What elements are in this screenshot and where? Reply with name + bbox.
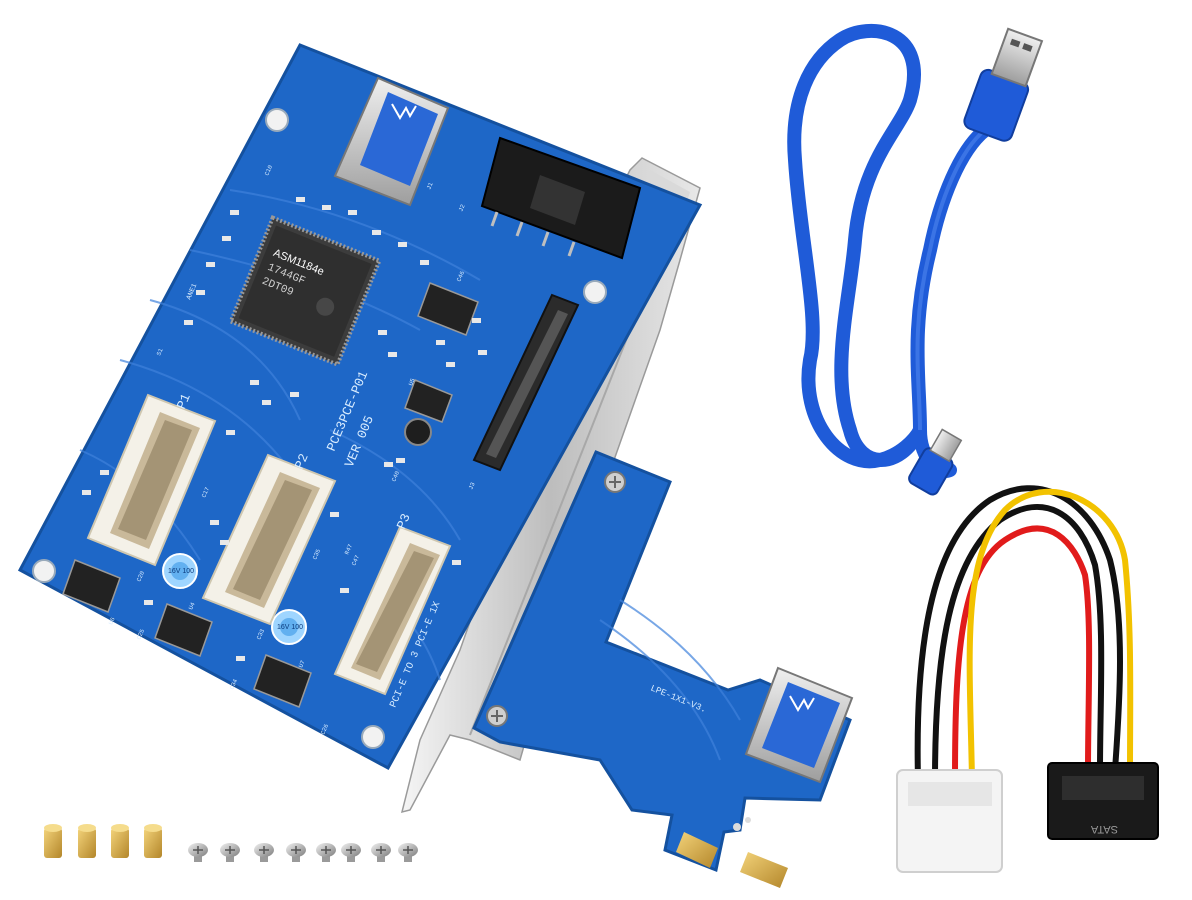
- usb-plug-bottom: [908, 428, 963, 496]
- sata-power-connector: SATA: [1047, 762, 1159, 840]
- svg-text:U6: U6: [107, 616, 116, 626]
- svg-text:C46: C46: [455, 270, 466, 283]
- svg-text:C26: C26: [319, 723, 330, 736]
- component-refdes: C10 J1 J2 J3 C46 C40 C17 C20 C33 C34 C35…: [107, 164, 476, 736]
- svg-text:J3: J3: [467, 481, 476, 491]
- brass-standoffs: [44, 824, 162, 858]
- controller-chip: ASM1184e 1744GF 2DT09: [228, 215, 382, 368]
- svg-text:C20: C20: [135, 570, 146, 583]
- svg-text:R47: R47: [343, 543, 354, 556]
- pcie-slot-p1: [86, 393, 217, 567]
- capacitors: 16V 100 16V 100: [162, 553, 307, 645]
- mounting-screws: [188, 843, 418, 862]
- svg-text:C17: C17: [200, 486, 211, 499]
- svg-text:C33: C33: [255, 628, 266, 641]
- slot-label-p3: P3: [394, 511, 414, 531]
- svg-text:J2: J2: [457, 203, 466, 213]
- svg-text:U5: U5: [407, 377, 416, 387]
- inductor: [404, 418, 432, 446]
- molex-connector: [896, 769, 1003, 873]
- molex-sata-cable: SATA: [896, 485, 1159, 873]
- usb3-port-adapter: [744, 666, 854, 784]
- svg-text:C40: C40: [390, 470, 401, 483]
- svg-text:C47: C47: [350, 554, 361, 567]
- pcie-x1-adapter: LPE-1X1-V3.: [472, 450, 854, 888]
- slot-label-p2: P2: [292, 451, 312, 471]
- pcie-slot-p2: [201, 453, 337, 626]
- svg-text:C25: C25: [135, 628, 146, 641]
- capacitor-label-2: 16V 100: [277, 624, 303, 631]
- pcie-hub-board: ASM1184e 1744GF 2DT09 16V 100 16V 100: [17, 43, 703, 771]
- mounting-holes: [32, 108, 607, 749]
- power-connector-hub: [480, 136, 642, 260]
- svg-text:C34: C34: [228, 678, 239, 691]
- sata-label: SATA: [1090, 823, 1118, 835]
- svg-text:C10: C10: [263, 164, 274, 177]
- usb3-cable: [787, 23, 1044, 496]
- svg-text:U7: U7: [297, 659, 306, 669]
- svg-text:J1: J1: [425, 181, 434, 191]
- usb-plug-top: [963, 27, 1044, 142]
- capacitor-label-1: 16V 100: [168, 568, 194, 575]
- regulator-chips: [62, 282, 479, 708]
- gold-fingers: [676, 832, 788, 888]
- svg-text:C35: C35: [311, 548, 322, 561]
- svg-text:U4: U4: [187, 601, 196, 611]
- usb3-port-hub: [333, 76, 450, 207]
- smd-components: [82, 197, 487, 661]
- svg-text:S1: S1: [155, 347, 164, 357]
- sata-connector-hub: [472, 293, 580, 472]
- pcie-slot-p3: [333, 525, 452, 696]
- slot-label-p1: P1: [174, 391, 194, 411]
